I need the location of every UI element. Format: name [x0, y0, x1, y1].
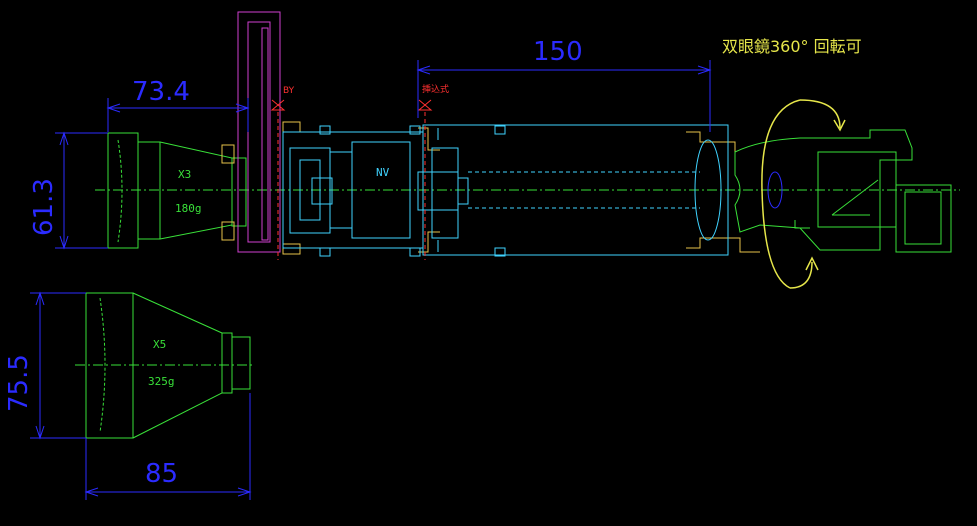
rotation-note: 双眼鏡360° 回転可	[722, 37, 862, 56]
binocular-body	[734, 129, 952, 253]
x3-label: X3	[178, 168, 191, 181]
bracket-inner	[247, 21, 271, 243]
bracket-outer	[237, 11, 281, 253]
fitting-top-a	[282, 121, 301, 133]
dim61-arrow-top	[59, 131, 69, 146]
dimension-lines	[30, 60, 712, 500]
dim-85: 85	[145, 459, 178, 489]
nv-tube-body	[351, 141, 411, 239]
rotation-arrowhead-top	[833, 119, 846, 132]
dim75-arrow-bottom	[35, 425, 45, 440]
screw-b	[319, 247, 331, 257]
dim73-arrow-right	[235, 103, 250, 113]
eyepiece-lens	[694, 139, 722, 241]
dim85-arrow-right	[237, 487, 252, 497]
bracket-slot	[261, 27, 269, 241]
x5-weight: 325g	[148, 375, 175, 388]
fitting-top-left	[221, 144, 235, 164]
rotation-arrowhead-bottom	[805, 256, 819, 271]
dim-75-5: 75.5	[4, 354, 34, 412]
screw-e	[494, 125, 506, 135]
rotation-arrow	[761, 99, 846, 289]
fitting-bottom-a	[282, 243, 301, 255]
binocular-eyecup-inner	[904, 191, 942, 245]
rotation-arc-top	[799, 99, 841, 129]
x3-weight: 180g	[175, 202, 202, 215]
rotation-arc-left	[761, 99, 801, 289]
x3-converter	[107, 132, 247, 249]
centerlines	[75, 189, 960, 366]
dim-73-4: 73.4	[132, 77, 190, 107]
nv-label: NV	[376, 166, 390, 179]
screw-f	[494, 247, 506, 257]
main-tube	[422, 124, 729, 256]
rotation-arc-bottom	[789, 261, 813, 289]
insert-marker	[417, 99, 433, 111]
objective-holder	[431, 147, 459, 239]
screw-a	[319, 125, 331, 135]
dim150-arrow-left	[416, 65, 431, 75]
objective-tip	[457, 177, 469, 205]
binocular-foot	[794, 220, 810, 229]
x5-mount	[231, 336, 251, 390]
binocular-ocular	[767, 171, 783, 209]
x5-lens-curve	[99, 297, 106, 433]
dim85-arrow-left	[84, 487, 99, 497]
screw-d	[409, 247, 421, 257]
x3-mount	[231, 157, 247, 227]
by-label: BY	[283, 86, 295, 96]
nv-scope	[282, 124, 729, 257]
insert-label: 挿込式	[422, 83, 449, 95]
dim150-arrow-right	[697, 65, 712, 75]
x5-mount-ring	[221, 332, 233, 394]
dim-150: 150	[533, 37, 583, 67]
fitting-top-c	[686, 131, 736, 156]
dim75-arrow-top	[35, 291, 45, 306]
fitting-bottom-c	[686, 237, 760, 253]
red-markers	[270, 99, 433, 260]
fitting-bottom-b	[418, 231, 440, 253]
screw-c	[409, 125, 421, 135]
by-marker	[270, 99, 286, 111]
binocular-prism-line	[831, 179, 879, 216]
dim61-arrow-bottom	[59, 235, 69, 250]
dim-61-3: 61.3	[29, 178, 59, 236]
fitting-bottom-left	[221, 221, 235, 241]
nv-small-knob	[311, 177, 333, 205]
magenta-bracket	[237, 11, 281, 253]
x3-body-step	[138, 141, 161, 240]
objective-inner	[417, 171, 459, 211]
dim73-arrow-left	[106, 103, 121, 113]
nv-eyepiece-inner	[299, 159, 321, 221]
yellow-fittings	[221, 121, 760, 255]
binocular-housing	[734, 129, 913, 251]
fitting-top-b	[418, 127, 440, 151]
binocular-eyecup	[895, 184, 952, 253]
x3-lens-curve	[117, 139, 123, 243]
x5-label: X5	[153, 338, 166, 351]
